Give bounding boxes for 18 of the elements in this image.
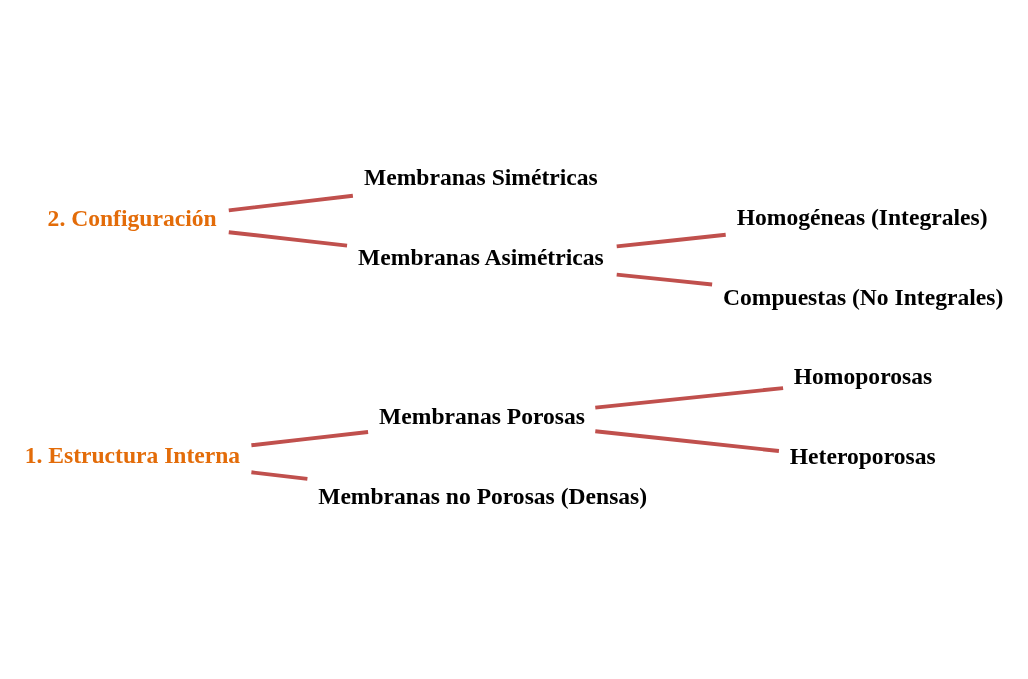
node-text: Membranas Asimétricas — [358, 243, 604, 270]
connector — [251, 429, 369, 447]
connector — [616, 272, 713, 286]
connector — [228, 229, 348, 248]
node-text: Homoporosas — [793, 362, 933, 389]
node-text: 2. Configuración — [47, 204, 217, 231]
node-text: Compuestas (No Integrales) — [722, 283, 1004, 309]
connector — [616, 232, 726, 248]
connector — [228, 193, 354, 212]
node-text: Membranas Porosas — [379, 402, 585, 429]
connector — [595, 428, 780, 453]
node-text: Membranas Simétricas — [363, 163, 598, 190]
node-text: Heteroporosas — [789, 442, 936, 469]
node-text: Homogéneas (Integrales) — [736, 203, 988, 230]
node-text: 1. Estructura Interna — [24, 441, 241, 468]
connector — [595, 385, 784, 410]
node-text: Membranas no Porosas (Densas) — [318, 482, 648, 509]
connector — [251, 469, 308, 481]
